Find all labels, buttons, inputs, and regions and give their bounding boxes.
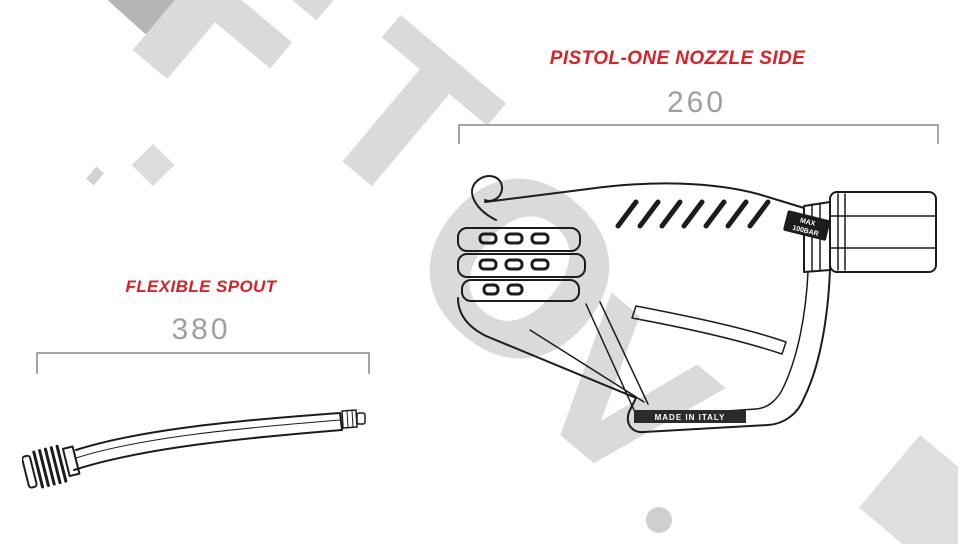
nozzle-made-in-label: MADE IN ITALY [655, 413, 726, 422]
nozzle-section-title: PISTOL-ONE NOZZLE SIDE [549, 48, 806, 69]
spout-drawing [22, 409, 366, 489]
watermark-dot [646, 507, 672, 533]
nozzle-trigger [631, 305, 787, 355]
nozzle-drawing: MAX 100BAR MADE IN ITALY [457, 174, 937, 434]
nozzle-hex-fitting [829, 191, 937, 273]
spout-left-connector [22, 444, 81, 489]
spout-tube-top [75, 412, 341, 451]
nozzle-max-label: MAX 100BAR [783, 210, 831, 241]
nozzle-max-label-line1: MAX [799, 217, 816, 228]
spout-tip-fitting [341, 409, 366, 429]
nozzle-hook [471, 174, 503, 221]
nozzle-vents [615, 199, 771, 229]
spout-tube-bottom [73, 429, 343, 471]
spout-section-title: FLEXIBLE SPOUT [125, 277, 277, 296]
nozzle-dimension-bracket [458, 124, 939, 144]
nozzle-dimension-value: 260 [666, 86, 727, 119]
nozzle-body-top [484, 182, 805, 209]
nozzle-front-lower [457, 297, 487, 337]
nozzle-handle-inner [651, 271, 809, 417]
nozzle-handle-outer [485, 269, 831, 434]
spout-dimension-value: 380 [171, 313, 231, 346]
spout-dimension-bracket [36, 352, 370, 374]
nozzle-made-in-bar: MADE IN ITALY [634, 410, 746, 423]
